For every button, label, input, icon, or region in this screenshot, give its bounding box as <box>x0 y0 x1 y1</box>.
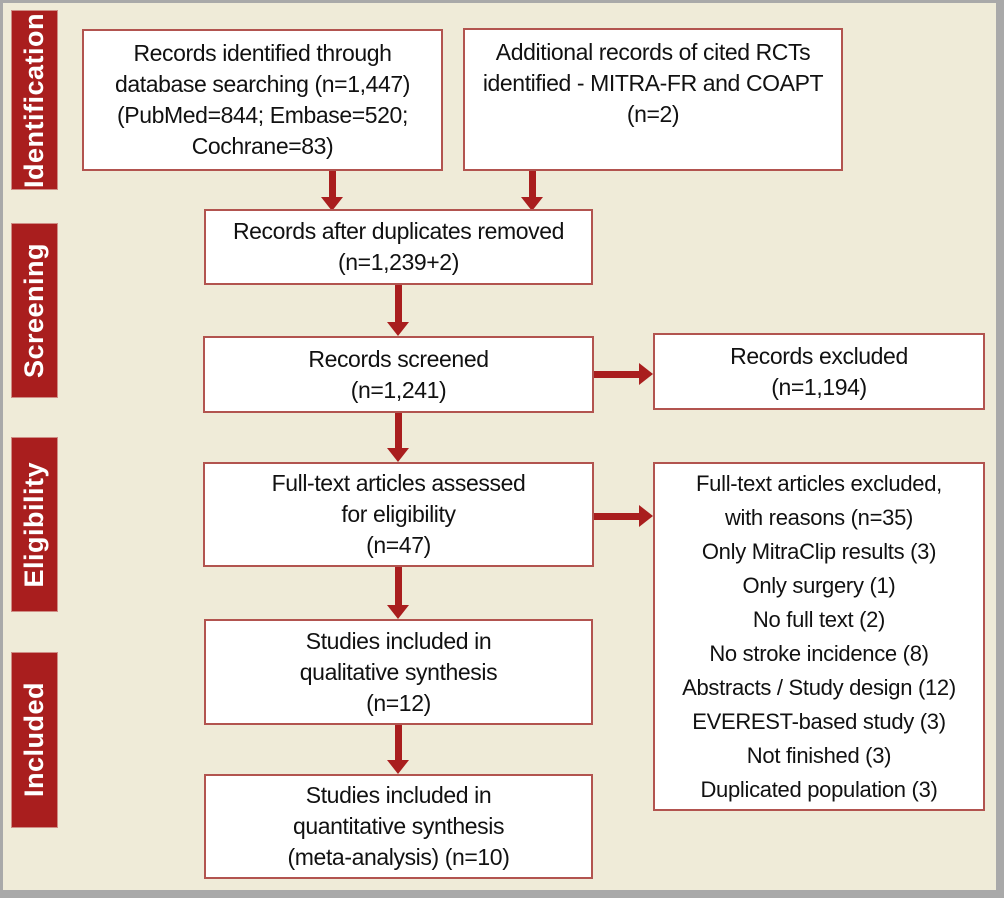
arrow-head-icon <box>387 322 409 336</box>
arrow-fulltext-to-qualitative <box>387 567 410 619</box>
box-text-line: Full-text articles assessed <box>271 470 526 496</box>
box-text-line: (n=47) <box>366 532 431 558</box>
box-text-line: (n=1,194) <box>771 373 867 400</box>
arrow-shaft <box>395 725 402 762</box>
box-text-line: with reasons (n=35) <box>724 504 914 530</box>
arrow-head-icon <box>639 505 653 527</box>
arrow-head-icon <box>639 363 653 385</box>
stage-label-identification: Identification <box>19 12 49 188</box>
box-fulltext-excluded-reasons: Full-text articles excluded, with reason… <box>653 462 985 811</box>
box-records-screened: Records screened (n=1,241) <box>203 336 594 413</box>
box-text-line: Abstracts / Study design (12) <box>682 674 956 700</box>
box-text-line: (meta-analysis) (n=10) <box>287 844 510 870</box>
box-text-line: Additional records of cited RCTs <box>495 39 811 65</box>
stage-bar-screening: Screening <box>11 223 58 398</box>
arrow-qualitative-to-quantitative <box>387 725 410 774</box>
box-text-line: quantitative synthesis <box>292 813 505 839</box>
stage-label-included: Included <box>19 682 49 798</box>
arrow-shaft <box>395 567 402 607</box>
arrow-duplicates-to-screened <box>387 285 410 336</box>
box-text-line: Full-text articles excluded, <box>696 470 942 496</box>
stage-label-eligibility: Eligibility <box>19 461 49 588</box>
stage-bar-eligibility: Eligibility <box>11 437 58 612</box>
box-text-line: (PubMed=844; Embase=520; <box>117 102 408 128</box>
box-text-line: Cochrane=83) <box>191 133 334 159</box>
box-quantitative-synthesis: Studies included in quantitative synthes… <box>204 774 593 879</box>
box-text-line: Duplicated population (3) <box>700 776 938 802</box>
arrow-shaft <box>395 413 402 450</box>
stage-label-screening: Screening <box>19 242 49 379</box>
box-text-line: for eligibility <box>341 501 456 527</box>
box-text-line: Studies included in <box>305 627 492 654</box>
box-qualitative-synthesis: Studies included in qualitative synthesi… <box>204 619 593 725</box>
box-text-line: (n=12) <box>366 689 431 716</box>
arrow-shaft <box>594 371 641 378</box>
arrow-screened-to-fulltext <box>387 413 410 462</box>
box-text-line: Records identified through <box>133 40 392 66</box>
arrow-shaft <box>594 513 641 520</box>
arrow-shaft <box>329 171 336 199</box>
box-text-line: Records after duplicates removed <box>232 218 565 244</box>
box-text-line: qualitative synthesis <box>299 658 498 685</box>
box-text-line: Records excluded <box>730 342 908 369</box>
arrow-additional-to-duplicates <box>521 171 544 211</box>
arrow-head-icon <box>387 760 409 774</box>
box-text-line: No full text (2) <box>752 606 886 632</box>
stage-bar-included: Included <box>11 652 58 828</box>
box-additional-records: Additional records of cited RCTs identif… <box>463 28 843 171</box>
box-text-line: Not finished (3) <box>746 742 892 768</box>
box-text-line: Only surgery (1) <box>742 572 896 598</box>
box-text-line: Only MitraClip results (3) <box>701 538 937 564</box>
arrow-identified-to-duplicates <box>321 171 344 211</box>
arrow-head-icon <box>321 197 343 211</box>
box-records-identified-database: Records identified through database sear… <box>82 29 443 171</box>
stage-bar-identification: Identification <box>11 10 58 190</box>
box-text-line: Records screened <box>308 345 489 372</box>
box-after-duplicates: Records after duplicates removed (n=1,23… <box>204 209 593 285</box>
arrow-head-icon <box>387 605 409 619</box>
box-records-excluded: Records excluded (n=1,194) <box>653 333 985 410</box>
box-text-line: identified - MITRA-FR and COAPT <box>482 70 824 96</box>
box-text-line: database searching (n=1,447) <box>114 71 411 97</box>
arrow-shaft <box>529 171 536 199</box>
box-fulltext-assessed: Full-text articles assessed for eligibil… <box>203 462 594 567</box>
diagram-canvas: Identification Screening Eligibility Inc… <box>3 3 996 890</box>
arrow-head-icon <box>387 448 409 462</box>
arrow-fulltext-to-excluded <box>594 505 653 528</box>
box-text-line: Studies included in <box>305 782 492 808</box>
box-text-line: (n=2) <box>626 101 680 127</box>
arrow-head-icon <box>521 197 543 211</box>
arrow-screened-to-excluded <box>594 363 653 386</box>
arrow-shaft <box>395 285 402 324</box>
box-text-line: (n=1,241) <box>350 376 447 403</box>
box-text-line: EVEREST-based study (3) <box>692 708 946 734</box>
box-text-line: (n=1,239+2) <box>338 249 459 275</box>
box-text-line: No stroke incidence (8) <box>709 640 929 666</box>
